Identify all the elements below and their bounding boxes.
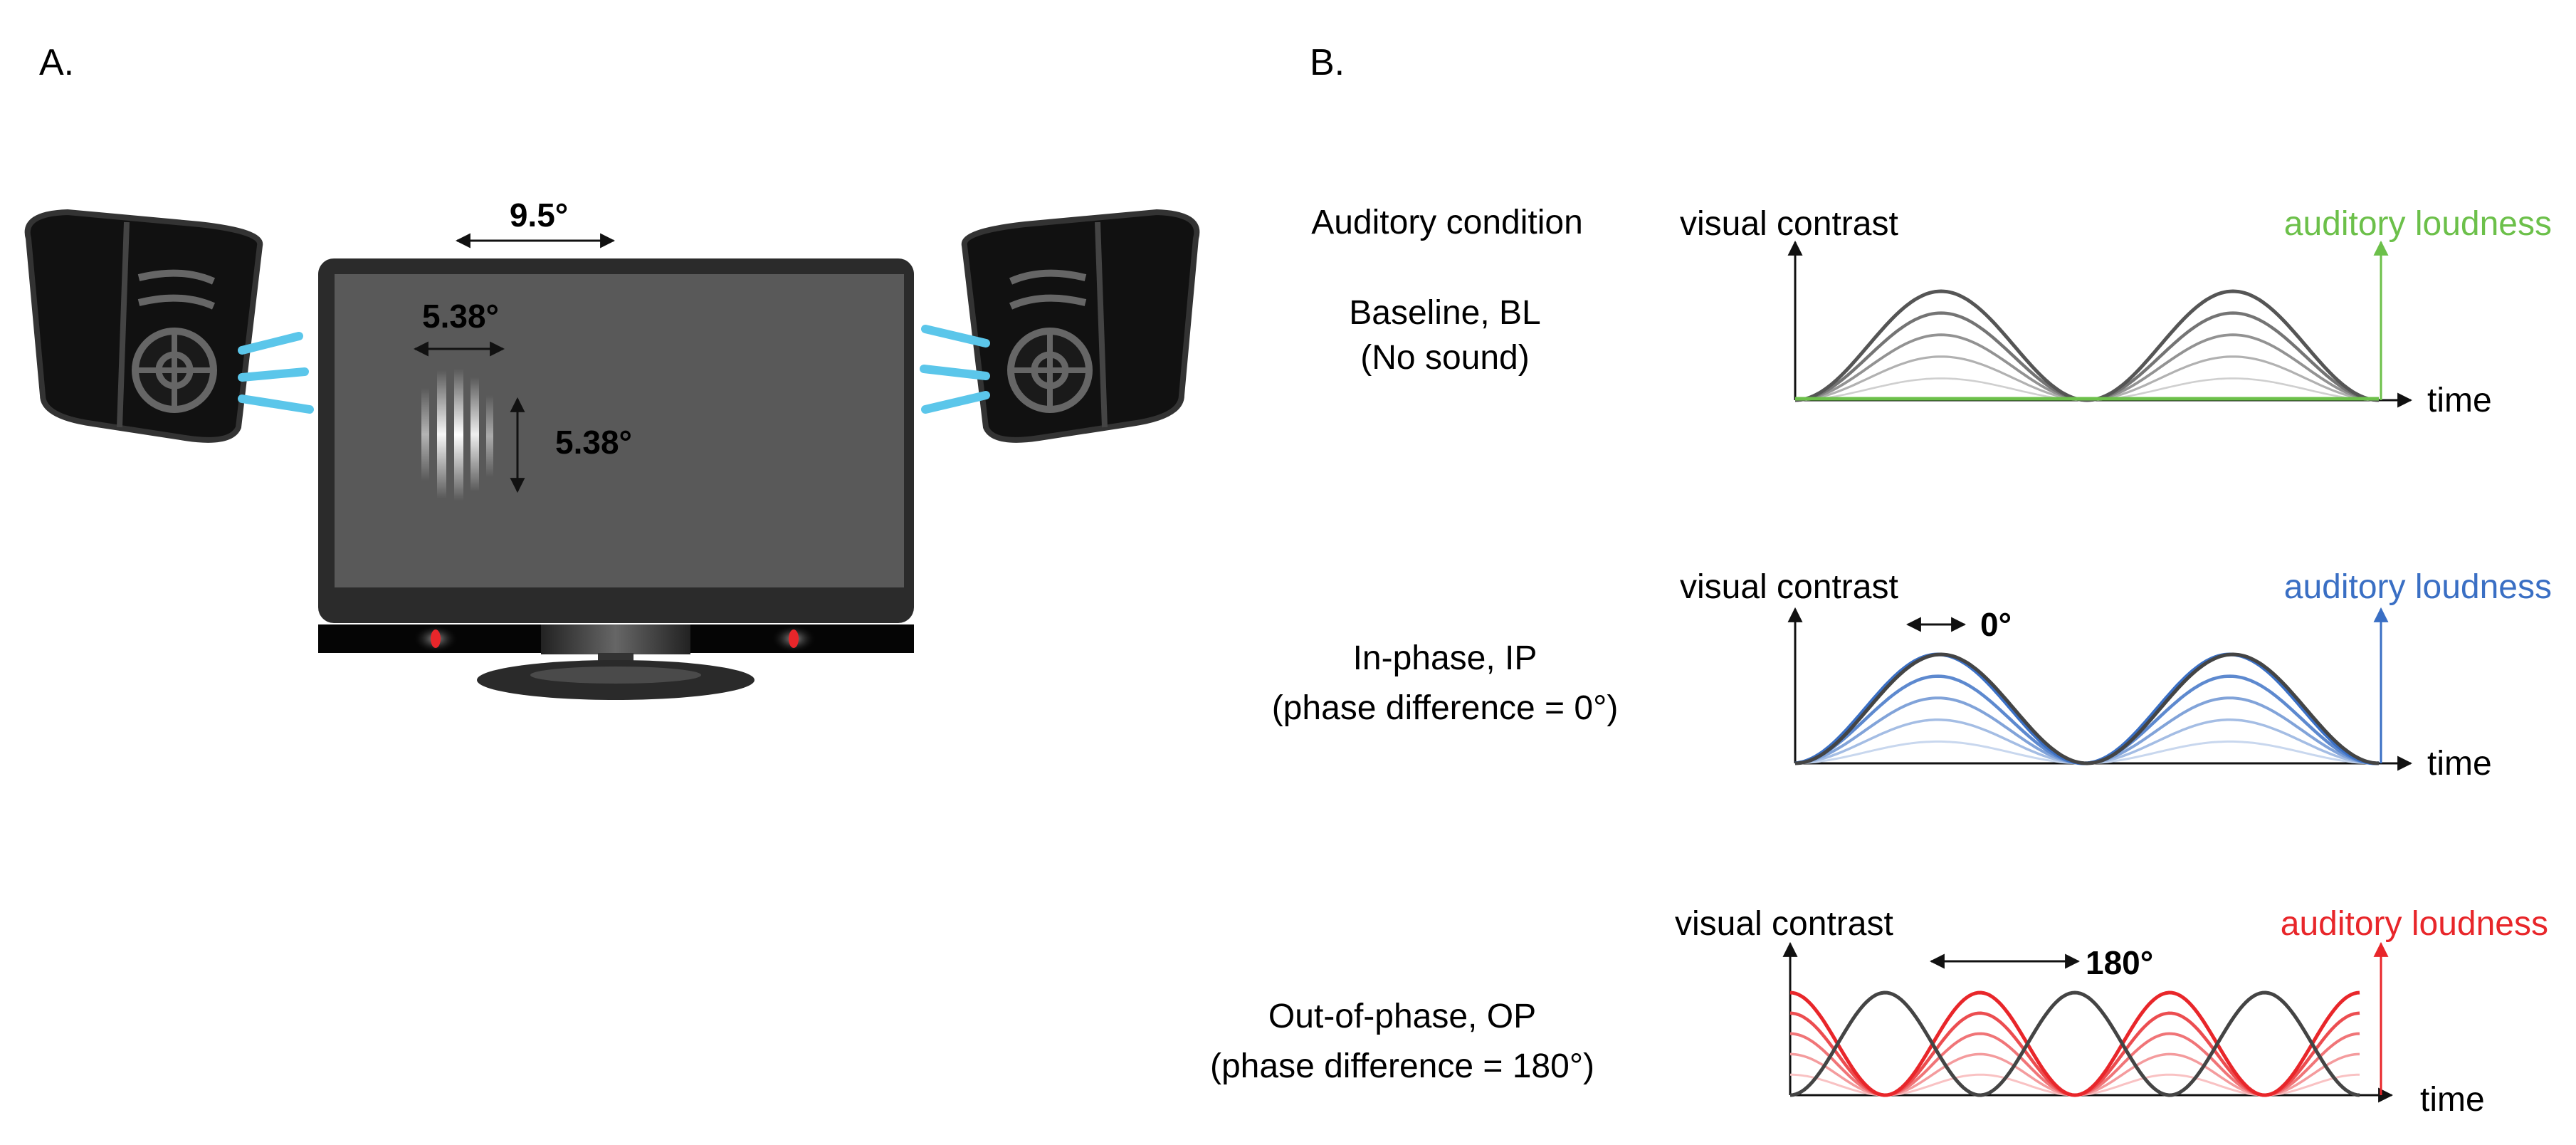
x-axis-label: time [2427, 382, 2492, 419]
auditory-curve [1794, 740, 2379, 765]
visual-curve [1794, 355, 2380, 402]
phase-label: 180° [2086, 944, 2153, 981]
auditory-curve [1789, 1032, 2360, 1097]
sound-wave [238, 394, 314, 414]
y-axis-label: visual contrast [1680, 568, 1898, 606]
condition-row-in-phase: In-phase, IP (phase difference = 0°) vis… [1272, 568, 2552, 783]
right-speaker-icon [961, 209, 1200, 443]
x-axis-label: time [2420, 1081, 2485, 1119]
led-indicator [431, 629, 441, 648]
auditory-curve [1789, 1052, 2360, 1097]
visual-curve [1789, 990, 2360, 1097]
panel-a-label: A. [39, 42, 74, 83]
visual-curve [1794, 289, 2380, 402]
y-axis-label: visual contrast [1675, 905, 1893, 943]
condition-detail: (phase difference = 0°) [1272, 689, 1619, 727]
led-indicator [789, 629, 799, 648]
aux-axis-label: auditory loudness [2284, 568, 2552, 606]
plot-baseline [1787, 240, 2413, 408]
panel-a: A. [24, 42, 1200, 700]
auditory-curve [1789, 1011, 2360, 1097]
right-sound-waves-icon [920, 325, 990, 414]
condition-name: Baseline, BL [1349, 294, 1541, 332]
monitor-icon [318, 258, 914, 700]
condition-row-baseline: Baseline, BL (No sound) visual contrast … [1349, 205, 2552, 419]
plot-in-phase [1787, 607, 2413, 771]
grating-stimulus [421, 369, 493, 501]
x-axis-label: time [2427, 745, 2492, 783]
visual-curve [1794, 652, 2380, 765]
sound-wave [238, 367, 309, 382]
sound-wave [921, 325, 990, 347]
aux-axis-label: auditory loudness [2284, 205, 2552, 243]
panel-b: B. Auditory condition Baseline, BL (No s… [1210, 42, 2552, 1119]
auditory-curve [1789, 990, 2360, 1097]
sound-wave [920, 365, 990, 380]
stim-width-label: 5.38° [422, 298, 499, 335]
plot-out-of-phase [1782, 941, 2394, 1103]
sound-wave [238, 332, 303, 355]
condition-name: In-phase, IP [1353, 639, 1537, 677]
sound-wave [921, 391, 990, 414]
condition-header: Auditory condition [1311, 204, 1583, 241]
panel-b-label: B. [1310, 42, 1345, 83]
condition-detail: (No sound) [1360, 339, 1529, 377]
aux-axis-label: auditory loudness [2281, 905, 2548, 943]
left-sound-waves-icon [238, 332, 314, 414]
phase-label: 0° [1980, 606, 2012, 643]
screen-width-label: 9.5° [510, 197, 568, 234]
y-axis-label: visual contrast [1680, 205, 1898, 243]
left-speaker-icon [24, 209, 263, 443]
condition-row-out-of-phase: Out-of-phase, OP (phase difference = 180… [1210, 905, 2548, 1119]
stim-height-label: 5.38° [555, 424, 632, 461]
auditory-curve [1794, 718, 2380, 765]
condition-name: Out-of-phase, OP [1268, 998, 1536, 1035]
condition-detail: (phase difference = 180°) [1210, 1047, 1594, 1085]
visual-curve [1795, 377, 2379, 402]
